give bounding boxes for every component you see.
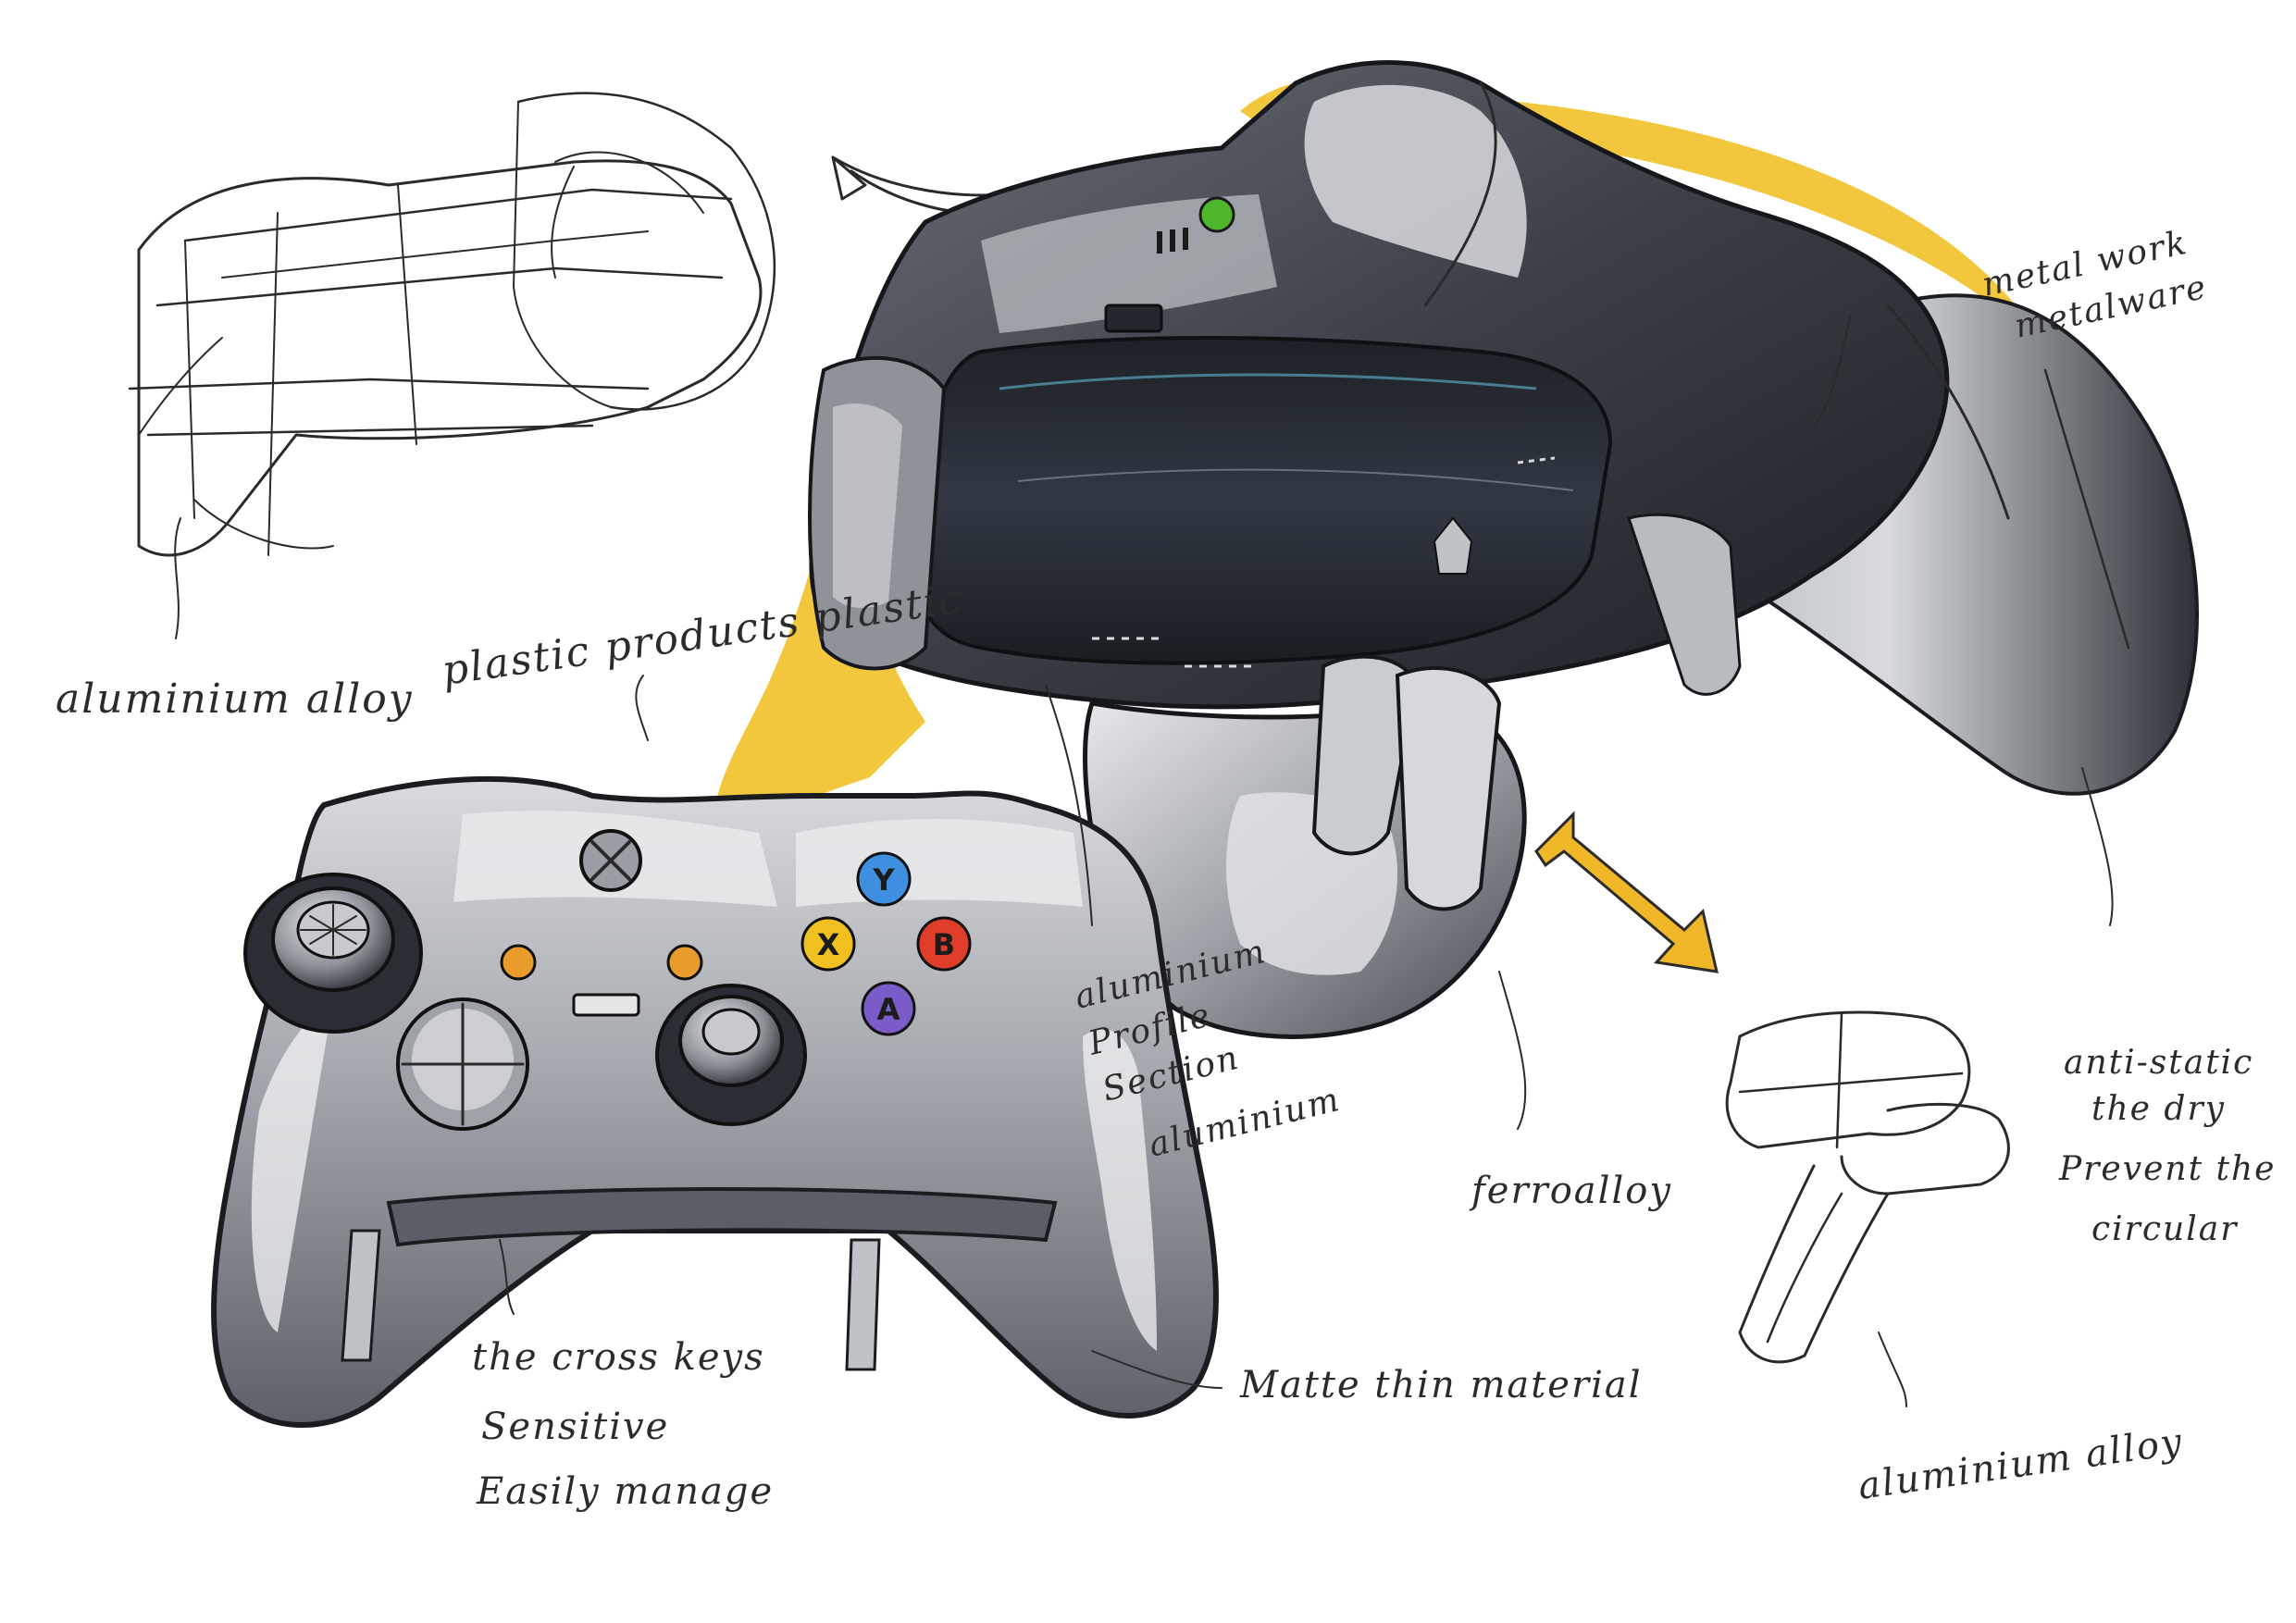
- label-cross-keys-1: the cross keys: [472, 1336, 765, 1379]
- label-anti-static-4: circular: [2091, 1210, 2238, 1248]
- dpad: [396, 997, 529, 1131]
- face-buttons: Y X B A: [800, 851, 972, 1036]
- green-status-light-icon: [1198, 196, 1235, 233]
- label-anti-static-1: anti-static: [2064, 1044, 2253, 1082]
- label-aluminium-alloy-right: aluminium alloy: [1855, 1420, 2186, 1508]
- xbox-logo-icon: [579, 829, 642, 892]
- right-thumbstick: [655, 984, 807, 1126]
- menu-button: [666, 944, 703, 981]
- label-anti-static-3: Prevent the: [2058, 1150, 2276, 1188]
- face-button-b-label: B: [933, 927, 955, 962]
- label-aluminium-alloy-left: aluminium alloy: [56, 675, 414, 723]
- share-button: [572, 993, 640, 1017]
- face-button-a: [861, 981, 916, 1036]
- yellow-arrow: [1534, 811, 1719, 973]
- label-cross-keys-3: Easily manage: [476, 1470, 774, 1513]
- status-dots: [1157, 228, 1188, 254]
- left-thumbstick: [243, 873, 423, 1034]
- face-button-b: [916, 916, 972, 972]
- wireframe-sketch-top-left: [128, 92, 776, 557]
- face-button-y-label: Y: [872, 862, 895, 898]
- label-cross-keys-2: Sensitive: [481, 1406, 669, 1448]
- label-ferroalloy: ferroalloy: [1469, 1170, 1672, 1212]
- label-anti-static-2: the dry: [2091, 1090, 2226, 1128]
- grey-controller-front: Y X B A: [211, 775, 1219, 1428]
- leader-lines: [174, 314, 2114, 1407]
- face-button-x: [800, 916, 856, 972]
- face-button-x-label: X: [817, 927, 840, 962]
- label-matte-thin-material: Matte thin material: [1239, 1364, 1643, 1406]
- view-button: [500, 944, 537, 981]
- face-button-y: [856, 851, 912, 907]
- dark-controller-underside: [808, 60, 2199, 1039]
- paddle-sketch: [1725, 1010, 2010, 1364]
- face-button-a-label: A: [877, 992, 900, 1027]
